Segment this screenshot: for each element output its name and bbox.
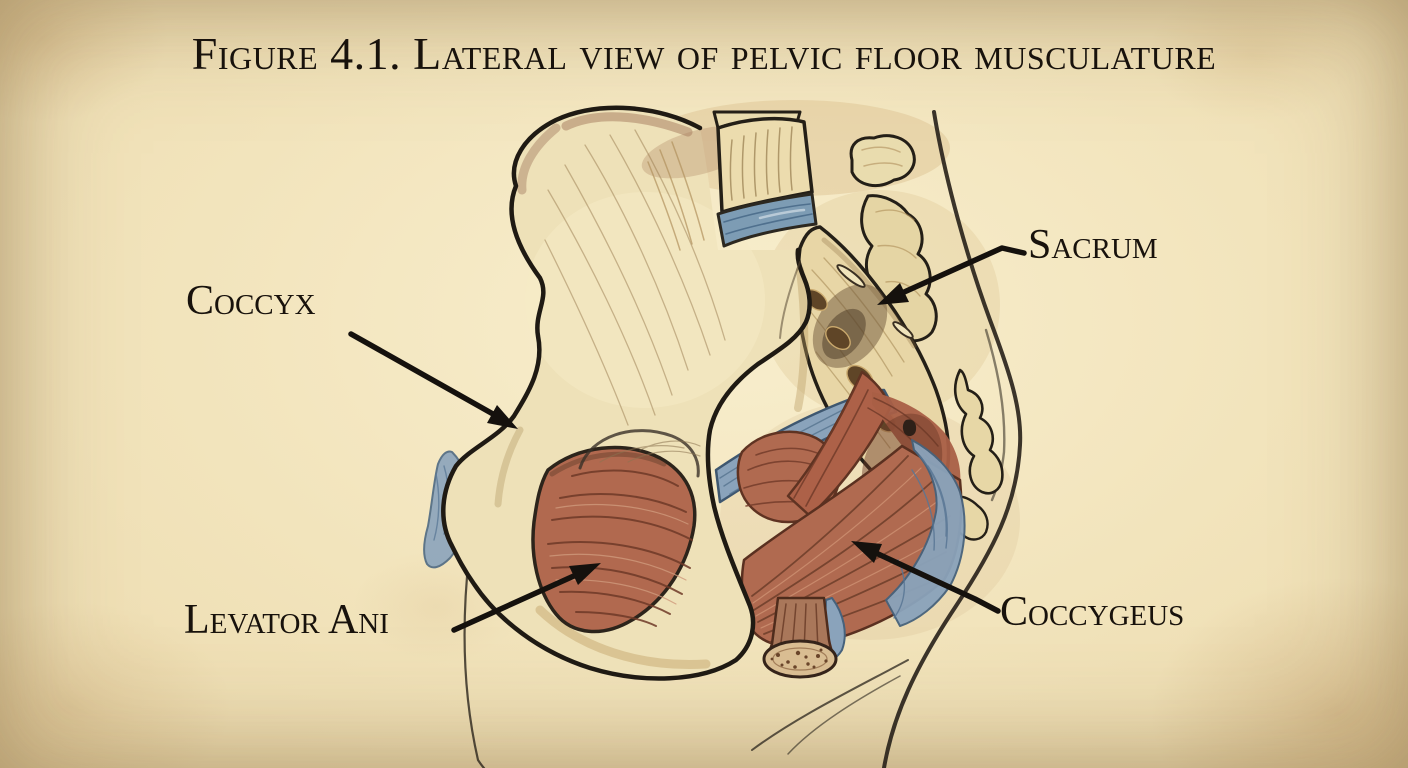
label-sacrum: Sacrum — [1028, 222, 1158, 268]
lumbar-spine — [647, 110, 818, 251]
label-coccyx: Coccyx — [186, 278, 316, 324]
gluteal-fold-line — [751, 659, 909, 751]
thigh-contour-line — [463, 554, 486, 768]
coccyx-arrow — [348, 331, 518, 429]
stipple-dots — [770, 648, 828, 669]
label-coccygeus: Coccygeus — [1000, 589, 1185, 635]
bone-sliver — [836, 264, 866, 288]
body-contour-lines — [463, 110, 1023, 768]
si-joint-line — [779, 261, 801, 339]
back-contour-line — [882, 110, 1023, 768]
bone-sliver — [892, 321, 914, 339]
levator-ani-muscle — [531, 445, 697, 634]
coccyx-tip-bone — [953, 368, 1004, 495]
figure-title: Figure 4.1. Lateral view of pelvic floor… — [191, 28, 1217, 79]
coccygeus-arrow — [851, 541, 1001, 614]
ligament-curtain-blue — [885, 439, 966, 627]
hip-bone-outline — [441, 105, 812, 681]
muscle-hole — [902, 419, 917, 437]
acetabulum-outline — [578, 429, 700, 478]
levator-ani-arrow — [451, 563, 601, 633]
label-levator-ani: Levator Ani — [184, 597, 389, 643]
annotation-arrows — [348, 245, 1027, 633]
gluteal-fold-line — [787, 675, 901, 755]
rectal-stump-cut-surface — [762, 639, 838, 679]
pelvic-floor-muscles — [423, 370, 966, 679]
sacrum-arrow — [877, 245, 1027, 305]
